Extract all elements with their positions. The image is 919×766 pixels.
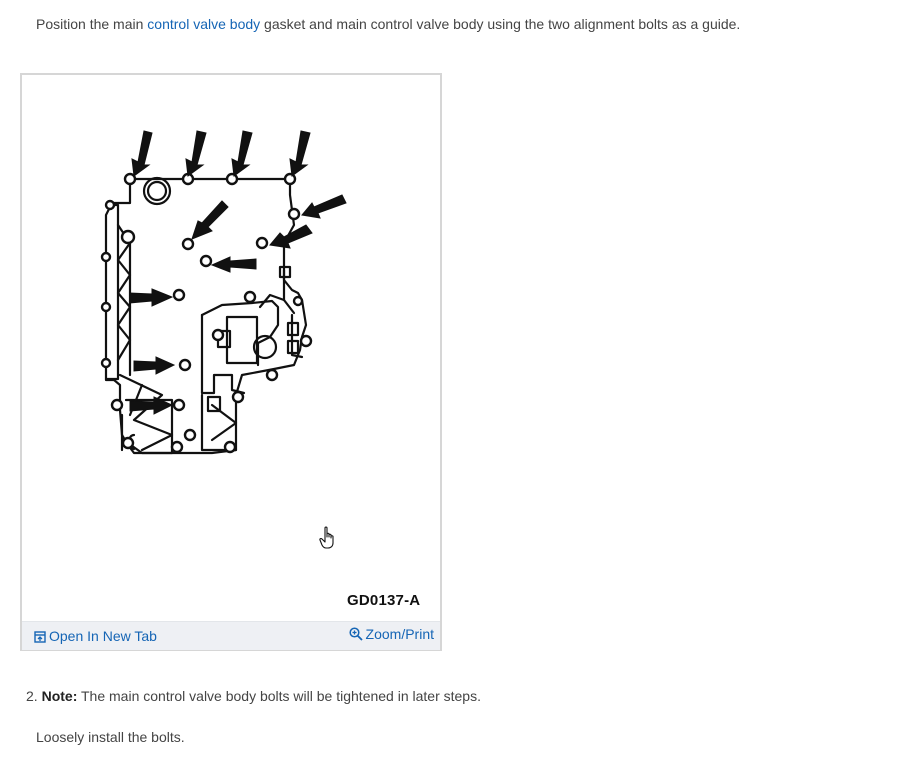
step-number: 2.	[26, 688, 38, 704]
hand-cursor-icon	[319, 526, 334, 549]
step-2-note: 2. Note: The main control valve body bol…	[26, 687, 481, 705]
zoom-print-link[interactable]: Zoom/Print	[348, 626, 434, 642]
note-text: The main control valve body bolts will b…	[77, 688, 481, 704]
zoom-print-label: Zoom/Print	[365, 626, 434, 642]
control-valve-body-link[interactable]: control valve body	[147, 16, 261, 32]
figure-footer: Open In New Tab Zoom/Print	[22, 621, 440, 650]
intro-text-before: Position the main	[36, 16, 148, 32]
magnifier-plus-icon	[348, 627, 363, 641]
intro-text-after: gasket and main control valve body using…	[260, 16, 741, 32]
intro-paragraph: Position the main control valve body gas…	[36, 15, 740, 33]
figure-code: GD0137-A	[347, 592, 421, 609]
open-in-new-tab-link[interactable]: Open In New Tab	[34, 628, 157, 644]
note-label: Note:	[41, 688, 78, 704]
open-new-tab-icon	[34, 631, 46, 643]
valve-body-diagram	[100, 130, 347, 455]
open-in-new-tab-label: Open In New Tab	[49, 628, 157, 644]
step-2-instruction: Loosely install the bolts.	[36, 729, 185, 745]
figure-container: GD0137-A Open In New Tab Zoom/Print	[20, 73, 442, 651]
